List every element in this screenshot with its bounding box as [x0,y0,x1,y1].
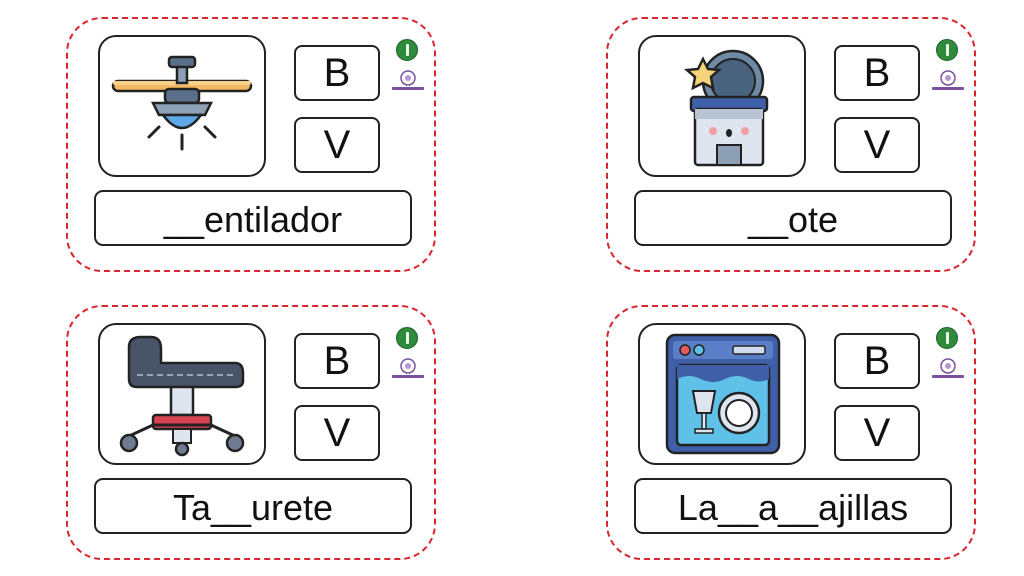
card-taburete: B V Ta__urete [66,305,436,560]
card-ventilador: B V __entilador [66,17,436,272]
option-v-button[interactable]: V [834,117,920,173]
word-field[interactable]: La__a__ajillas [634,478,952,534]
green-logo-icon [396,39,418,61]
purple-logo-icon [932,358,964,378]
option-b-button[interactable]: B [834,333,920,389]
purple-logo-icon [932,70,964,90]
picture-frame [638,323,806,465]
option-v-button[interactable]: V [294,405,380,461]
green-logo-icon [396,327,418,349]
option-b-button[interactable]: B [294,333,380,389]
option-v-button[interactable]: V [834,405,920,461]
dishwasher-icon [665,333,781,455]
card-bote: B V __ote [606,17,976,272]
purple-logo-icon [392,358,424,378]
picture-frame [98,323,266,465]
ceiling-fan-icon [111,55,253,151]
option-b-button[interactable]: B [294,45,380,101]
office-stool-icon [119,335,245,457]
word-field[interactable]: Ta__urete [94,478,412,534]
word-field[interactable]: __ote [634,190,952,246]
option-b-button[interactable]: B [834,45,920,101]
dishwasher-cup-icon [683,49,769,167]
green-logo-icon [936,39,958,61]
picture-frame [638,35,806,177]
picture-frame [98,35,266,177]
card-lavavajillas: B V La__a__ajillas [606,305,976,560]
option-v-button[interactable]: V [294,117,380,173]
word-field[interactable]: __entilador [94,190,412,246]
green-logo-icon [936,327,958,349]
purple-logo-icon [392,70,424,90]
